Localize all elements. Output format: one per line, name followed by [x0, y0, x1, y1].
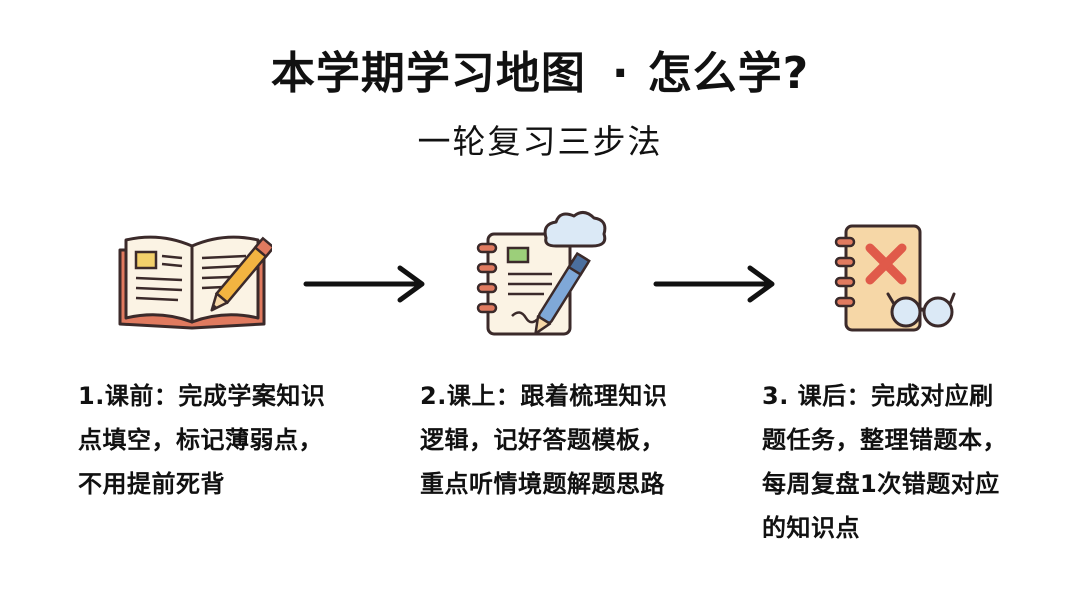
step-2-text: 2.课上：跟着梳理知识逻辑，记好答题模板，重点听情境题解题思路 [420, 382, 668, 498]
open-book-pencil-icon [118, 235, 272, 330]
subtitle: 一轮复习三步法 [417, 122, 663, 161]
title-separator: · [611, 48, 630, 99]
step-1-text: 1.课前：完成学案知识点填空，标记薄弱点，不用提前死背 [78, 382, 326, 498]
notebook-x-glasses-icon [834, 224, 956, 332]
title-main: 本学期学习地图 [270, 48, 586, 99]
step-3-text: 3. 课后：完成对应刷题任务，整理错题本，每周复盘1次错题对应的知识点 [762, 382, 1007, 542]
arrow-right-icon [303, 265, 425, 303]
arrow-right-icon [653, 265, 775, 303]
title-question: 怎么学? [647, 48, 810, 99]
notebook-pen-icon [476, 211, 607, 336]
page-title: 本学期学习地图 · 怎么学? [0, 46, 1080, 102]
